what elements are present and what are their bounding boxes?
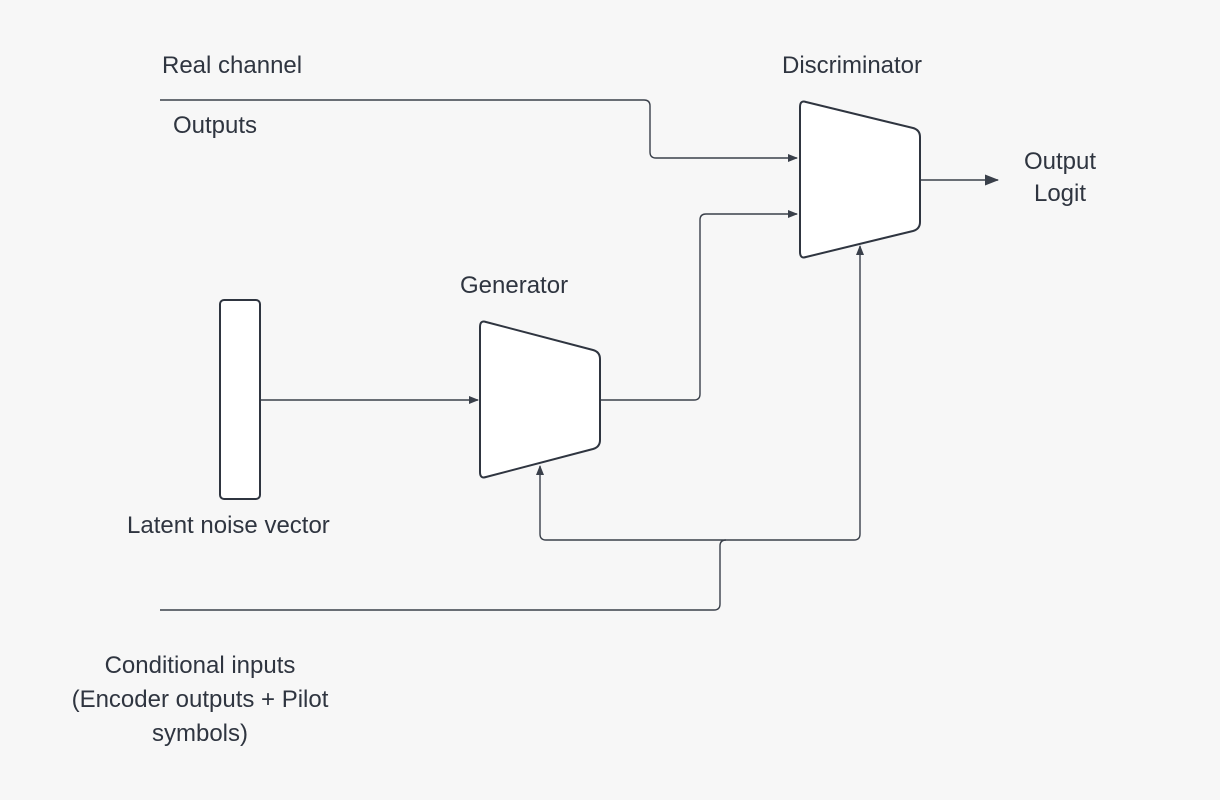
conditional-inputs-line1: Conditional inputs xyxy=(104,652,296,679)
generator-block xyxy=(479,320,601,479)
conditional-inputs-line xyxy=(160,539,727,611)
conditional-inputs-line2: (Encoder outputs + Pilot xyxy=(71,686,329,713)
conditional-inputs-label: Conditional inputs (Encoder outputs + Pi… xyxy=(40,650,360,750)
real-channel-label: Real channel xyxy=(162,52,303,79)
conditional-to-discriminator-arrow xyxy=(726,245,864,541)
real-channel-arrow xyxy=(160,99,798,162)
conditional-inputs-line3: symbols) xyxy=(151,720,248,747)
outputs-label: Outputs xyxy=(173,112,258,139)
discriminator-label: Discriminator xyxy=(782,52,923,79)
latent-noise-vector-box xyxy=(219,299,261,500)
generator-to-discriminator-arrow xyxy=(600,210,798,401)
conditional-to-generator-arrow xyxy=(536,465,726,541)
latent-noise-vector-label: Latent noise vector xyxy=(127,512,330,539)
output-logit-label: Output Logit xyxy=(1005,146,1115,210)
output-logit-line2: Logit xyxy=(1033,180,1087,207)
output-logit-line1: Output xyxy=(1023,148,1097,175)
generator-label: Generator xyxy=(460,272,569,299)
discriminator-block xyxy=(799,100,921,259)
